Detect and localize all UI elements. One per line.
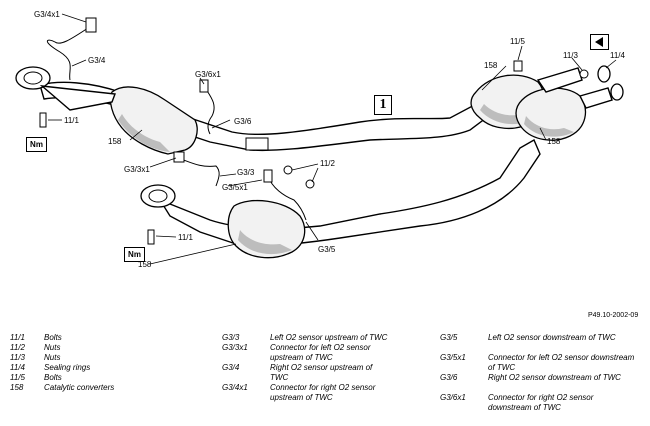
g3-3x1-connector [173,151,185,163]
legend-code: G3/5 [440,333,458,342]
legend-code: 11/3 [10,353,25,362]
label-11-2: 11/2 [320,159,335,168]
legend-row: G3/5x1 Connector for left O2 sensor downs… [440,353,640,373]
legend-code: G3/4 [222,363,240,372]
torque-symbol-top: Nm [26,137,47,152]
legend-row: 11/5 Bolts [10,373,210,383]
g3-4-cable [46,27,89,81]
legend-row: 11/3 Nuts [10,353,210,363]
label-g3-6: G3/6 [234,117,252,126]
label-g3-3: G3/3 [237,168,255,177]
legend-row: G3/5 Left O2 sensor downstream of TWC [440,333,640,353]
legend-desc: Right O2 sensor upstream of TWC [270,363,373,382]
legend-code: 11/2 [10,343,25,352]
bolt-11-1-top [39,112,47,128]
sealing-ring-1 [597,65,611,83]
g3-5x1-connector [263,169,273,183]
legend-row: 11/2 Nuts [10,343,210,353]
legend-row: G3/6x1 Connector for right O2 sensor down… [440,393,640,413]
legend-row: G3/3x1 Connector for left O2 sensor upstr… [222,343,420,363]
legend-column-3: G3/5 Left O2 sensor downstream of TWC G3/… [440,333,640,413]
bracket [245,137,269,151]
legend-code: G3/5x1 [440,353,466,362]
legend-desc: Catalytic converters [44,383,115,392]
legend-column-2: G3/3 Left O2 sensor upstream of TWC G3/3x… [222,333,420,403]
legend-desc: Connector for left O2 sensor downstream … [488,353,635,372]
legend-row: G3/4 Right O2 sensor upstream of TWC [222,363,420,383]
label-11-4: 11/4 [610,51,625,60]
exhaust-drawing [15,13,624,265]
g3-3-cable [177,157,220,187]
direction-arrow-box [590,34,609,50]
label-158-top-right: 158 [484,61,498,70]
g3-6-cable [203,85,215,135]
label-g3-6x1: G3/6x1 [195,70,221,79]
legend-code: G3/6 [440,373,458,382]
legend-code: G3/4x1 [222,383,248,392]
legend-row: G3/4x1 Connector for right O2 sensor upst… [222,383,420,403]
legend-code: 11/5 [10,373,25,382]
label-g3-5: G3/5 [318,245,336,254]
g3-6x1-connector [199,79,209,93]
legend-desc: Bolts [44,373,62,382]
label-158-bottom: 158 [138,260,152,269]
legend-desc: Connector for left O2 sensor upstream of… [270,343,371,362]
legend-desc: Nuts [44,343,61,352]
catalytic-converter-upper-left [109,86,198,155]
legend-code: 158 [10,383,24,392]
legend-desc: Connector for right O2 sensor downstream… [488,393,594,412]
legend-row: G3/6 Right O2 sensor downstream of TWC [440,373,640,393]
label-g3-5x1: G3/5x1 [222,183,248,192]
legend-desc: Right O2 sensor downstream of TWC [488,373,621,382]
left-bank-front-pipe [158,139,541,247]
label-g3-4: G3/4 [88,56,106,65]
legend-desc: Left O2 sensor upstream of TWC [270,333,388,342]
bolt-11-5 [513,60,523,72]
nut-11-3 [579,69,589,79]
label-11-1-top: 11/1 [64,116,79,125]
direction-arrow-icon [595,37,603,47]
document-reference: P49.10-2002-09 [588,312,639,319]
label-g3-4x1: G3/4x1 [34,10,60,19]
label-158-left: 158 [108,137,122,146]
legend-code: G3/6x1 [440,393,466,402]
legend-desc: Bolts [44,333,62,342]
bolt-11-1-bottom [147,229,155,245]
legend-row: 11/4 Sealing rings [10,363,210,373]
legend-desc: Connector for right O2 sensor upstream o… [270,383,376,402]
nut-11-2-b [305,179,315,189]
legend-code: 11/4 [10,363,25,372]
legend-desc: Nuts [44,353,61,362]
legend-code: G3/3 [222,333,240,342]
label-11-1-bottom: 11/1 [178,233,193,242]
sealing-ring-2 [610,83,624,101]
legend-desc: Left O2 sensor downstream of TWC [488,333,616,342]
torque-symbol-bottom: Nm [124,247,145,262]
legend-row: 158 Catalytic converters [10,383,210,393]
legend-row: G3/3 Left O2 sensor upstream of TWC [222,333,420,343]
g3-4x1-connector [85,17,97,33]
legend-code: 11/1 [10,333,25,342]
legend-row: 11/1 Bolts [10,333,210,343]
g3-5-cable [267,175,307,221]
label-g3-3x1: G3/3x1 [124,165,150,174]
legend-code: G3/3x1 [222,343,248,352]
label-158-right: 158 [547,137,561,146]
nut-11-2-a [283,165,293,175]
label-11-3: 11/3 [563,51,578,60]
legend-desc: Sealing rings [44,363,91,372]
view-box-number: 1 [374,95,392,115]
label-11-5: 11/5 [510,37,525,46]
